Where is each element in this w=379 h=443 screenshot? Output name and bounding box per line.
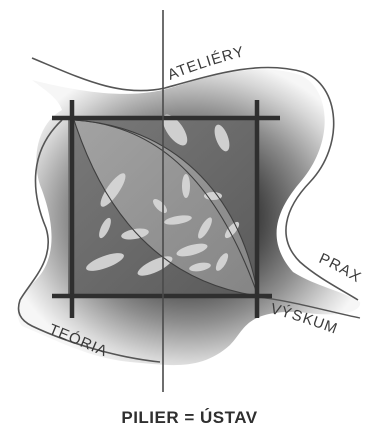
diagram-caption: PILIER = ÚSTAV bbox=[0, 408, 379, 428]
ellipse-shape bbox=[182, 174, 190, 198]
label-prax: PRAX bbox=[316, 250, 364, 286]
